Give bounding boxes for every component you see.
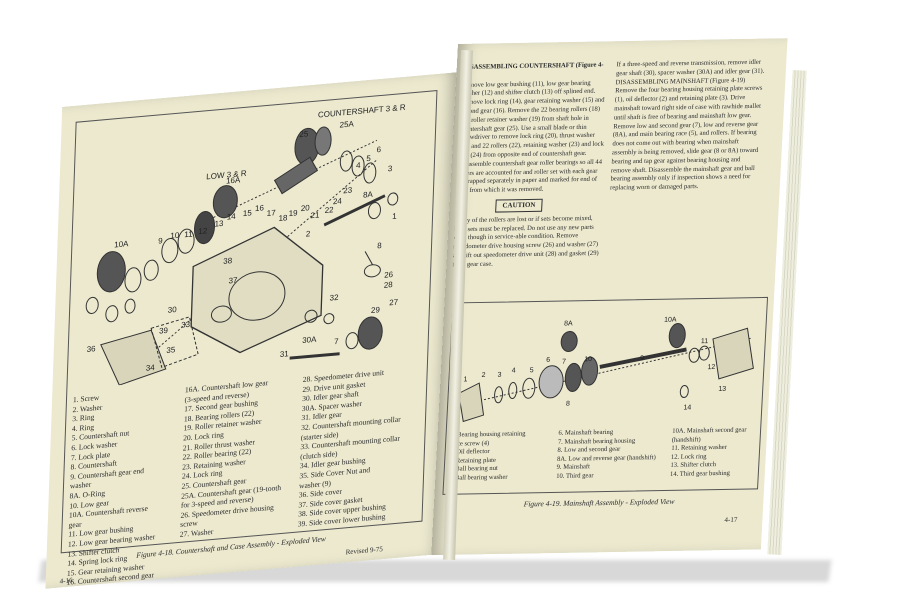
diagram-callout: 16: [255, 203, 265, 213]
diagram-callout: 34: [146, 363, 156, 373]
diagram-callout: 11: [701, 338, 709, 345]
rlegend-column-1: 1. Bearing housing retaining plate screw…: [448, 430, 555, 484]
diagram-callout: 10A: [114, 239, 129, 249]
diagram-callout: 20: [301, 203, 311, 213]
diagram-callout: 30: [168, 305, 178, 315]
diagram-callout: 25: [299, 129, 309, 139]
diagram-callout: 11: [184, 230, 193, 240]
diagram-callout: 5: [530, 367, 534, 374]
diagram-callout: 21: [310, 210, 320, 220]
diagram-callout: COUNTERSHAFT 3 & R: [318, 103, 406, 120]
diagram-callout: 28: [384, 280, 394, 290]
diagram-callout: 39: [159, 326, 169, 336]
diagram-callout: 2: [481, 372, 485, 379]
figure-4-19-frame: 8A 10A 9 11 12 13 14 10 8 7 6 5 4 3 2 1 1. Bearing hous…: [442, 296, 769, 495]
diagram-callout: 32: [329, 293, 339, 303]
diagram-callout: 2: [306, 229, 311, 238]
diagram-callout: 24: [333, 196, 343, 206]
diagram-callout: 33: [181, 320, 191, 330]
legend-item: 14. Third gear bushing: [669, 469, 731, 478]
diagram-callout: 4: [512, 367, 516, 374]
diagram-callout: 18: [278, 213, 288, 223]
diagram-callout: 12: [198, 226, 208, 236]
diagram-callout: 12: [707, 364, 715, 371]
left-page-number: 4-16: [59, 576, 73, 586]
rlegend-column-3: 10A. Mainshaft second gear (handshift)11…: [670, 426, 757, 479]
diagram-callout: 1: [392, 212, 397, 221]
diagram-callout: 27: [389, 298, 399, 308]
diagram-callout: LOW 3 & R: [206, 169, 247, 182]
diagram-callout: 8A: [564, 320, 573, 327]
diagram-callout: 29: [371, 305, 381, 315]
diagram-callout: 17: [267, 208, 277, 218]
diagram-callout: 10: [170, 231, 180, 241]
diagram-callout: 8: [377, 241, 382, 250]
diagram-callout: 3: [497, 372, 501, 379]
diagram-callout: 36: [87, 344, 97, 354]
right-page-number: 4-17: [724, 515, 738, 524]
diagram-callout: 9: [640, 355, 644, 362]
paragraph-countershaft: Remove low gear bushing (11), low gear b…: [456, 79, 605, 195]
diagram-callout: 16A: [226, 175, 241, 185]
legend-item: 10A. Mainshaft second gear: [672, 426, 747, 435]
diagram-callout: 7: [334, 337, 339, 346]
legend-item: 5. Ball bearing washer: [448, 473, 508, 482]
diagram-callout: 6: [546, 357, 550, 364]
right-page: DISASSEMBLING COUNTERSHAFT (Figure 4-18)…: [431, 38, 788, 556]
diagram-callout: 9: [158, 236, 163, 245]
diagram-callout: 38: [223, 256, 233, 266]
diagram-callout: 22: [325, 205, 335, 215]
legend-item: 10. Third gear: [555, 472, 594, 480]
diagram-callout: 23: [343, 186, 353, 196]
diagram-callout: 26: [384, 270, 394, 280]
diagram-callout: 13: [718, 386, 726, 393]
right-text-column-1: DISASSEMBLING COUNTERSHAFT (Figure 4-18)…: [452, 61, 609, 270]
diagram-callout: 4: [356, 161, 361, 170]
diagram-callout: 25A: [339, 119, 354, 129]
diagram-callout: 35: [166, 345, 176, 355]
paragraph-caution: If any of the rollers are lost or if set…: [452, 214, 599, 269]
diagram-callout: 10: [584, 356, 592, 363]
caution-box: CAUTION: [495, 198, 543, 213]
diagram-callout: 13: [214, 219, 224, 229]
diagram-callout: 15: [243, 208, 253, 218]
diagram-callout: 5: [366, 154, 371, 163]
diagram-callout: 8: [566, 401, 570, 408]
right-text-column-2: If a three-speed and reverse transmissio…: [609, 58, 765, 192]
diagram-callout: 8A: [363, 190, 374, 200]
revision-note: Revised 9-75: [345, 545, 383, 557]
mainshaft-exploded-diagram: 8A 10A 9 11 12 13 14 10 8 7 6 5 4 3 2 1: [458, 317, 754, 423]
diagram-callout: 1: [463, 376, 467, 383]
diagram-callout: 7: [562, 359, 566, 366]
diagram-callout: 10A: [664, 317, 677, 324]
diagram-callout: 30A: [302, 335, 317, 345]
diagram-callout: 31: [280, 349, 290, 359]
diagram-callout: 6: [376, 145, 381, 154]
figure-4-19-caption: Figure 4-19. Mainshaft Assembly - Explod…: [523, 496, 675, 509]
diagram-callout: 3: [388, 164, 393, 173]
diagram-callout: 14: [683, 404, 691, 411]
legend-column-2: 16A. Countershaft low gear (3-speed and …: [180, 375, 305, 540]
diagram-callout: 14: [227, 212, 237, 222]
diagram-callout: 19: [289, 208, 299, 218]
diagram-callout: 37: [228, 276, 238, 286]
